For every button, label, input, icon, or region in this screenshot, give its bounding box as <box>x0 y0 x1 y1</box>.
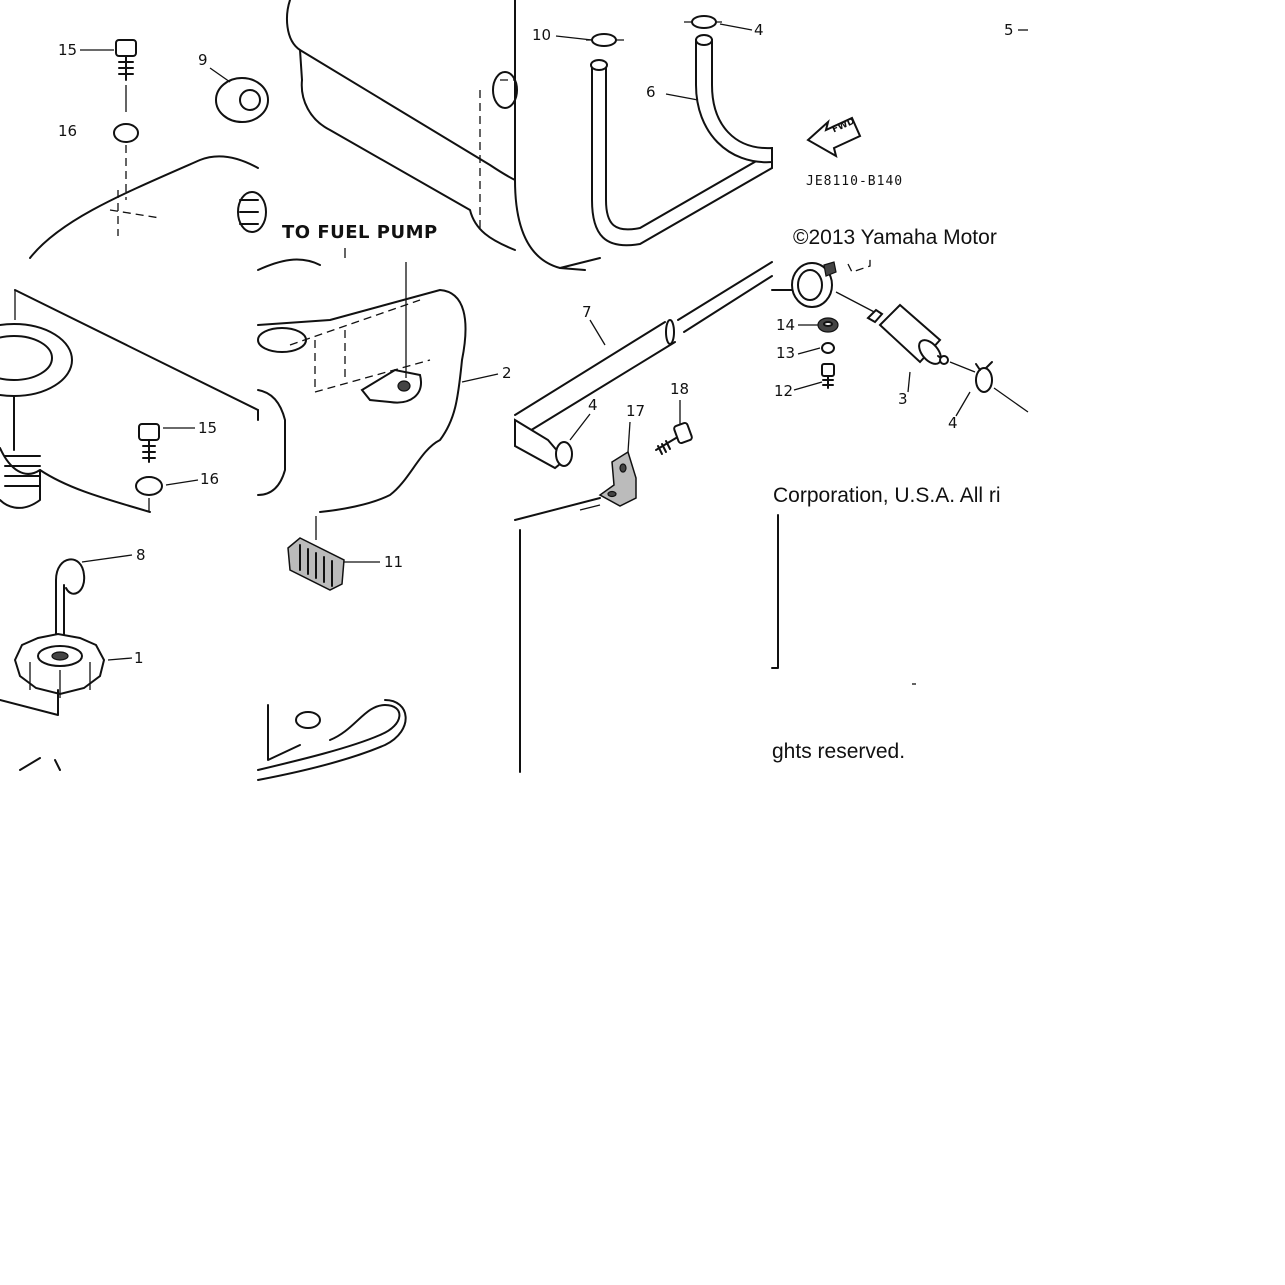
middle-panel <box>257 0 518 781</box>
callout-17: 17 <box>626 402 646 420</box>
callout-18: 18 <box>670 380 690 398</box>
callout-2: 2 <box>502 364 512 382</box>
callout-9: 9 <box>198 51 208 69</box>
callout-1: 1 <box>134 649 144 667</box>
callout-15: 15 <box>58 41 78 59</box>
callout-12: 12 <box>774 382 794 400</box>
left-panel <box>0 39 269 771</box>
right-middle-panel <box>514 0 773 773</box>
callout-7: 7 <box>582 303 592 321</box>
leader-lines <box>80 23 1028 661</box>
to-fuel-pump-heading: TO FUEL PUMP <box>282 222 438 243</box>
callout-11: 11 <box>384 553 404 571</box>
copyright-line-1: ©2013 Yamaha Motor <box>793 226 997 249</box>
callout-10: 10 <box>532 26 552 44</box>
callout-4: 4 <box>754 21 764 39</box>
callout-8: 8 <box>136 546 146 564</box>
callout-14: 14 <box>776 316 796 334</box>
copyright-line-2: Corporation, U.S.A. All ri <box>773 484 1001 507</box>
callout-13: 13 <box>776 344 796 362</box>
callout-16: 16 <box>58 122 78 140</box>
callout-3: 3 <box>898 390 908 408</box>
callout-4: 4 <box>588 396 598 414</box>
right-panel <box>771 116 1029 685</box>
callout-15: 15 <box>198 419 218 437</box>
copyright-line-3: ghts reserved. <box>772 740 906 763</box>
callout-16: 16 <box>200 470 220 488</box>
callout-4: 4 <box>948 414 958 432</box>
callout-6: 6 <box>646 83 656 101</box>
callout-5: 5 <box>1004 21 1014 39</box>
part-number-code: JE8110-B140 <box>806 174 904 189</box>
